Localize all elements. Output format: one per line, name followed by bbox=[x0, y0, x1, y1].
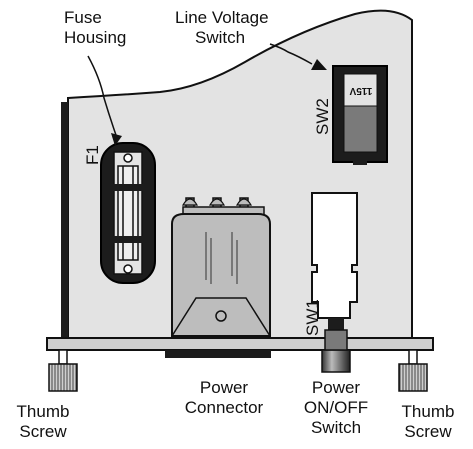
voltage-switch-leader-line bbox=[269, 43, 313, 65]
power-connector-label: Power Connector bbox=[184, 378, 264, 417]
fuse-housing-label: Fuse Housing bbox=[64, 8, 127, 47]
power-switch-label: Power ON/OFF Switch bbox=[303, 378, 369, 437]
right-thumb-screw bbox=[398, 349, 428, 392]
power-connector bbox=[165, 197, 271, 358]
fuse-leader-line bbox=[87, 55, 118, 139]
left-thumb-screw-label: Thumb Screw bbox=[16, 402, 70, 441]
line-voltage-switch-label: Line Voltage Switch bbox=[175, 8, 269, 47]
power-switch bbox=[311, 192, 358, 373]
fuse-ref-label: F1 bbox=[83, 145, 102, 165]
right-thumb-screw-label: Thumb Screw bbox=[401, 402, 455, 441]
voltage-setting-label: 115V bbox=[349, 85, 372, 96]
panel-edge bbox=[61, 102, 68, 338]
fuse-arrowhead bbox=[111, 133, 122, 146]
voltage-switch-ref-label: SW2 bbox=[313, 98, 332, 135]
voltage-switch-arrowhead bbox=[311, 59, 327, 70]
power-switch-ref-label: SW1 bbox=[303, 299, 322, 336]
base-plate bbox=[46, 337, 434, 351]
left-thumb-screw bbox=[48, 349, 78, 392]
fuse-housing bbox=[100, 142, 156, 284]
voltage-selector-switch bbox=[332, 65, 388, 165]
